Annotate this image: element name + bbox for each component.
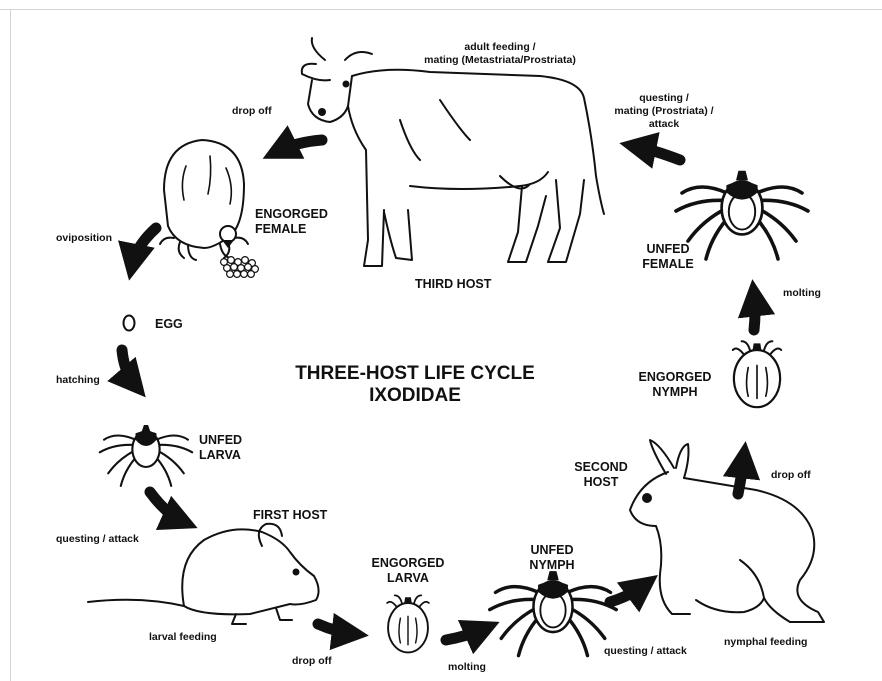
label-drop-off-bottom: drop off <box>292 655 332 668</box>
cow-illustration <box>302 38 604 266</box>
arrow-rabbit-to-engorged-nymph <box>738 456 744 494</box>
diagram-title: THREE-HOST LIFE CYCLE IXODIDAE <box>250 363 580 407</box>
label-drop-off-top: drop off <box>232 105 272 118</box>
label-third-host: THIRD HOST <box>415 277 491 292</box>
egg-cluster <box>221 257 259 278</box>
arrow-engorged-larva-to-nymph <box>446 628 486 640</box>
engorged-nymph-tick <box>733 341 781 407</box>
label-questing-attack-bottom: questing / attack <box>604 645 687 658</box>
label-drop-off-right: drop off <box>771 469 811 482</box>
title-line-1: THREE-HOST LIFE CYCLE <box>295 363 535 384</box>
unfed-nymph-tick <box>490 571 617 656</box>
arrow-engorged-nymph-to-female <box>754 294 755 330</box>
arrow-cow-to-female <box>276 140 322 152</box>
label-larval-feeding: larval feeding <box>149 631 217 644</box>
label-adult-feeding: adult feeding / mating (Metastriata/Pros… <box>405 41 595 67</box>
label-unfed-female: UNFED FEMALE <box>626 242 710 272</box>
arrow-egg-to-larva <box>122 350 136 386</box>
title-line-2: IXODIDAE <box>369 385 461 406</box>
unfed-larva-tick <box>100 425 192 486</box>
arrow-female-to-cow <box>634 146 680 160</box>
label-first-host: FIRST HOST <box>253 508 327 523</box>
label-egg: EGG <box>155 317 183 332</box>
label-oviposition: oviposition <box>56 232 112 245</box>
engorged-female-tick <box>160 140 248 260</box>
engorged-larva-tick <box>387 595 429 652</box>
label-unfed-larva: UNFED LARVA <box>199 433 242 463</box>
label-questing-attack-left: questing / attack <box>56 533 139 546</box>
arrow-larva-to-mouse <box>150 492 184 522</box>
arrow-nymph-to-rabbit <box>610 584 646 602</box>
label-molting-right: molting <box>783 287 821 300</box>
label-hatching: hatching <box>56 374 100 387</box>
rabbit-illustration <box>630 440 824 622</box>
arrow-female-to-egg <box>132 228 156 266</box>
egg-shape <box>124 316 135 331</box>
label-engorged-larva: ENGORGED LARVA <box>366 556 450 586</box>
label-molting-bottom: molting <box>448 661 486 674</box>
arrow-mouse-to-engorged-larva <box>318 624 354 634</box>
label-unfed-nymph: UNFED NYMPH <box>512 543 592 573</box>
label-questing-mating-attack: questing / mating (Prostriata) / attack <box>604 92 724 131</box>
label-nymphal-feeding: nymphal feeding <box>724 636 807 649</box>
label-engorged-female: ENGORGED FEMALE <box>255 207 328 237</box>
label-engorged-nymph: ENGORGED NYMPH <box>627 370 723 400</box>
label-second-host: SECOND HOST <box>566 460 636 490</box>
